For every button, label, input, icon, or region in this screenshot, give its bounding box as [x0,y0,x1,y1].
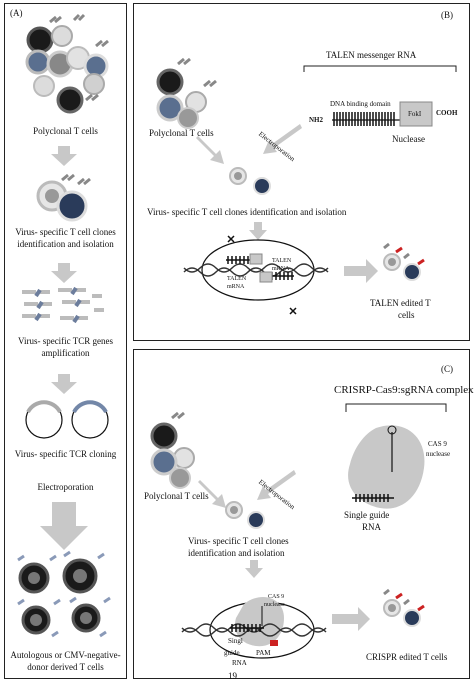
rna-label: RNA [232,659,247,667]
small-cas9-label-1: CAS 9 [268,594,285,600]
arrow-c-diag-right [257,470,296,500]
cas9-label-2: nuclease [426,450,451,458]
fokl-label: FokI [408,110,422,118]
talen-edited-label-1: TALEN edited T [370,298,431,308]
dna-binding-label: DNA binding domain [330,100,391,108]
clones-label-b: Virus- specific T cell clones identifica… [147,207,347,217]
electroporation-label-a: Electroporation [37,482,94,492]
crispr-dna-cell [181,596,327,659]
arrow-a-4 [40,502,88,550]
tcr-cloning-label-a: Virus- specific TCR cloning [14,449,117,459]
pam-label: PAM [256,649,271,657]
polyclonal-cells-b [156,57,217,129]
arrow-b-down [249,222,267,240]
talen-edited-label-2: cells [398,310,415,320]
talen-mrna-label-2b: mRNA [272,266,290,272]
panel-a [4,3,127,679]
plasmids-a [25,400,109,439]
arrow-a-1 [51,146,77,166]
nuclease-label-b: Nuclease [392,134,425,144]
crispr-complex-title: CRISRP-Cas9:sgRNA complex [334,384,474,396]
arrow-c-down [245,560,263,578]
polyclonal-label-c: Polyclonal T cells [144,491,209,501]
tcr-genes-label-a-1: Virus- specific TCR genes [17,336,114,346]
singl-label: Singl [228,637,243,645]
polyclonal-cells-a [25,13,109,114]
crispr-edited-cells [383,588,425,627]
polyclonal-label-a: Polyclonal T cells [33,126,98,136]
crispr-edited-label: CRISPR edited T cells [366,652,448,662]
panel-b [133,3,470,341]
clone-cells-b [229,167,271,195]
talen-title: TALEN messenger RNA [326,50,417,60]
talen-mrna-label-1b: mRNA [227,284,245,290]
cas9-complex-large [348,425,425,509]
nh2-label: NH2 [309,116,323,124]
arrow-b-diag-left [196,136,224,164]
small-cas9-label-2: nuclease [264,602,285,608]
autologous-cells-a [17,550,111,638]
talen-edited-cells [383,242,425,281]
arrow-c-diag-left [198,480,226,508]
page-number: 19 [228,671,237,681]
arrow-c-right [332,607,370,631]
polyclonal-label-b: Polyclonal T cells [149,128,214,138]
clone-cells-a [36,173,91,222]
clones-label-a-2: identification and isolation [17,239,114,249]
polyclonal-cells-c [150,411,195,489]
talen-protein [332,101,433,127]
panel-a-tag: (A) [10,8,23,18]
panel-c-tag: (C) [441,364,453,374]
clone-cells-c [225,501,265,529]
cooh-label: COOH [436,109,458,117]
panel-c [133,349,470,679]
arrow-b-right [344,259,378,283]
arrow-a-2 [51,263,77,283]
clones-label-c-1: Virus- specific T cell clones [188,536,289,546]
clones-label-a-1: Virus- specific T cell clones [15,227,116,237]
tcr-genes-label-a-2: amplification [41,348,90,358]
crispr-bracket [345,403,447,412]
talen-bracket [303,65,457,72]
arrow-b-diag-right [263,124,302,154]
talen-mrna-label-1: TALEN [227,276,247,282]
panel-b-tag: (B) [441,10,453,20]
arrow-a-3 [51,374,77,394]
autologous-label-a-1: Autologous or CMV-negative- [10,650,121,660]
guide-rna-label-2: RNA [362,522,382,532]
guide-label: guide [224,649,240,657]
guide-rna-label-1: Single guide [344,510,390,520]
talen-mrna-label-2: TALEN [272,258,292,264]
clones-label-c-2: identification and isolation [188,548,285,558]
autologous-label-a-2: donor derived T cells [27,662,104,672]
cas9-label-1: CAS 9 [428,440,447,448]
talen-dna-cell [183,235,329,315]
tcr-genes-a [22,286,104,324]
